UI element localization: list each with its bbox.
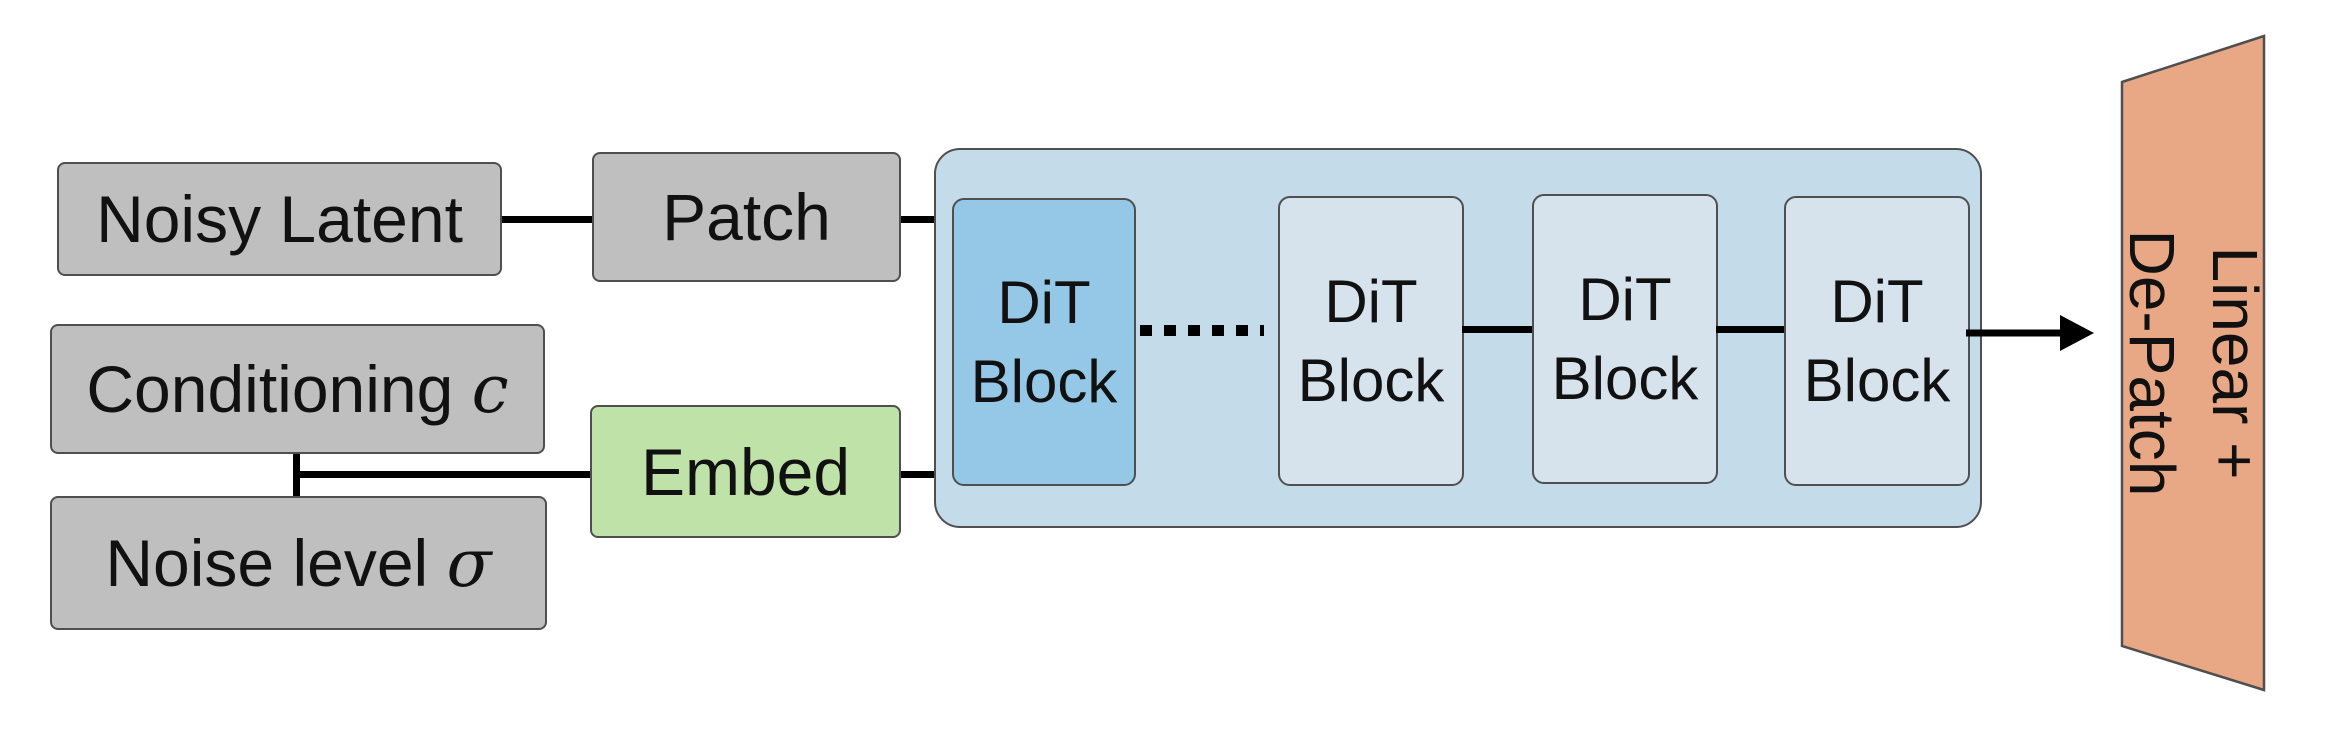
- embed-label: Embed: [640, 434, 851, 509]
- patch-box: Patch: [592, 152, 901, 282]
- dit-block-label-line1: DiT: [1830, 267, 1924, 335]
- connector-latent-to-patch: [500, 216, 594, 223]
- dit-block: DiT Block: [1532, 194, 1718, 484]
- conditioning-text: Conditioning: [86, 351, 472, 426]
- connector-block-to-block: [1716, 326, 1786, 333]
- conditioning-box: Conditioning c: [50, 324, 545, 454]
- linear-depatch-line2: De-Patch: [2116, 229, 2188, 497]
- dit-block-label-line2: Block: [970, 348, 1118, 415]
- noise-level-text: Noise level: [105, 525, 447, 600]
- ellipsis-connector: [1140, 325, 1264, 336]
- embed-box: Embed: [590, 405, 901, 538]
- noise-level-label: Noise level σ: [105, 530, 491, 597]
- dit-block-last: DiT Block: [1784, 196, 1970, 486]
- noise-level-box: Noise level σ: [50, 496, 547, 630]
- dit-block-label-line2: Block: [1551, 345, 1699, 412]
- dit-stack-container: DiT Block DiT Block DiT Block DiT Block: [934, 148, 1982, 528]
- dit-block: DiT Block: [1278, 196, 1464, 486]
- patch-label: Patch: [662, 180, 831, 254]
- arrow-to-output: [1966, 315, 2094, 351]
- linear-depatch-trapezoid: [2120, 34, 2266, 692]
- dit-block-first: DiT Block: [952, 198, 1136, 486]
- linear-depatch-label: Linear + De-Patch: [2110, 230, 2276, 497]
- dit-block-label-line2: Block: [1297, 347, 1445, 414]
- dit-block-label-line1: DiT: [1324, 267, 1418, 335]
- dit-block-label-line1: DiT: [997, 268, 1091, 336]
- connector-embed-to-stack: [898, 471, 936, 478]
- dit-block-label-line1: DiT: [1578, 265, 1672, 333]
- connector-patch-to-stack: [898, 216, 936, 223]
- linear-depatch-line1: Linear +: [2199, 246, 2272, 480]
- conditioning-symbol: c: [471, 350, 509, 428]
- noisy-latent-box: Noisy Latent: [57, 162, 502, 276]
- dit-block-label-line2: Block: [1803, 347, 1951, 414]
- connector-block-to-block: [1462, 326, 1534, 333]
- noisy-latent-label: Noisy Latent: [96, 182, 463, 256]
- conditioning-label: Conditioning c: [86, 356, 508, 423]
- connector-conditions-to-embed: [293, 471, 595, 478]
- noise-level-symbol: σ: [446, 524, 492, 602]
